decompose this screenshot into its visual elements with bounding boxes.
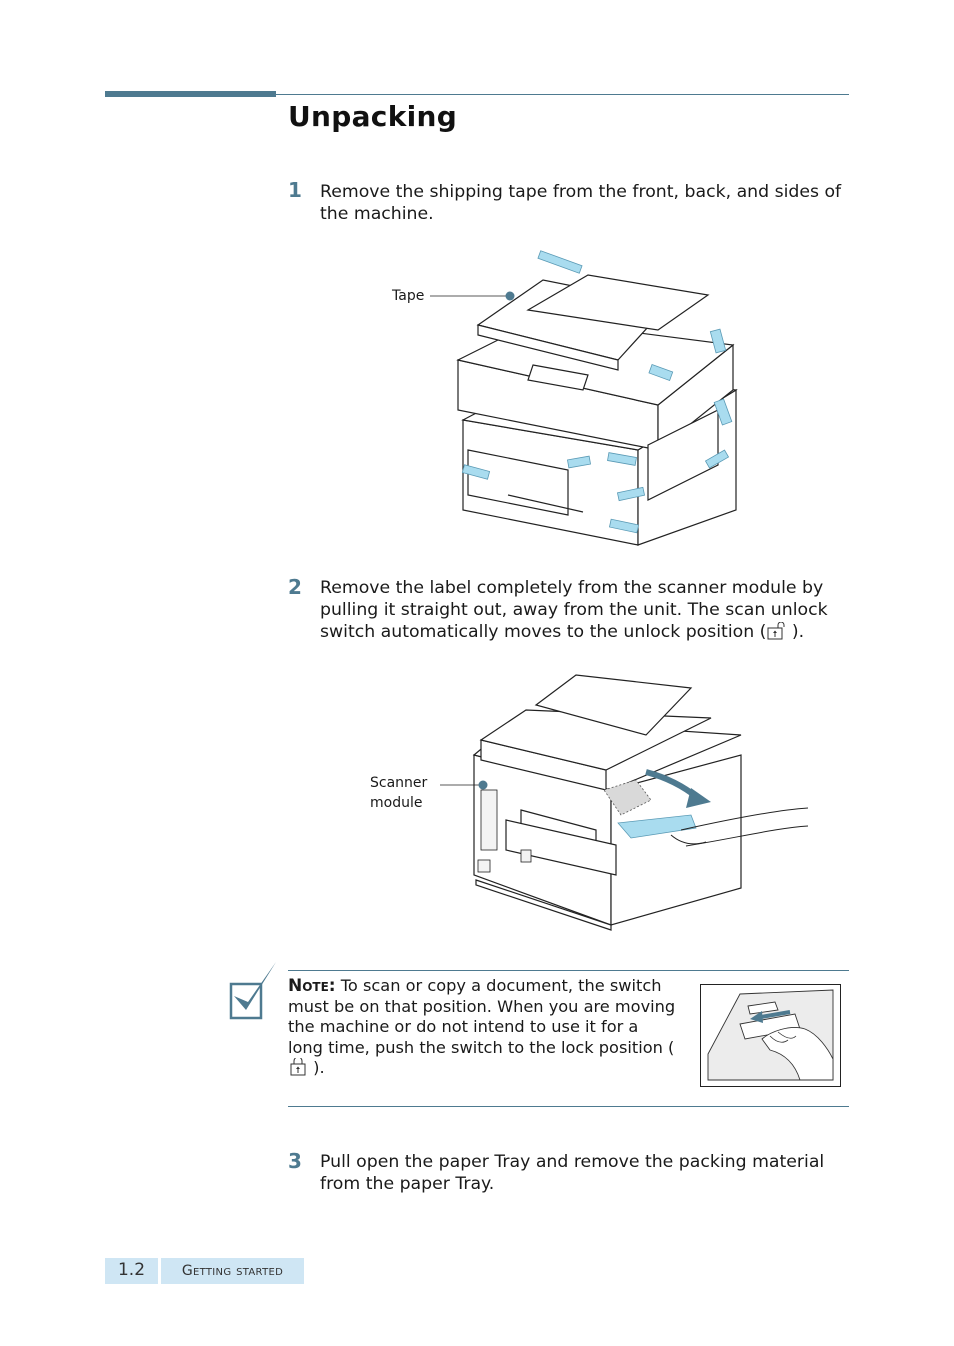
step-2-text: Remove the label completely from the sca… (320, 578, 828, 642)
footer-section-title: Getting started (161, 1258, 304, 1284)
step-1-number: 1 (288, 178, 302, 202)
note-text: Note: To scan or copy a document, the sw… (288, 976, 676, 1078)
scanner-callout-label-1: Scanner (370, 775, 428, 791)
page-title: Unpacking (288, 100, 458, 133)
step-1-text: Remove the shipping tape from the front,… (320, 182, 842, 224)
note-bottom-rule (288, 1106, 849, 1107)
scanner-module-illustration (440, 674, 808, 931)
note-label: Note: (288, 976, 336, 996)
note-top-rule (288, 970, 849, 971)
step-3-number: 3 (288, 1149, 302, 1173)
unlock-icon (767, 622, 785, 640)
lock-switch-illustration (700, 984, 841, 1087)
note-check-icon (229, 962, 276, 1020)
header-rule-thin (276, 94, 849, 95)
copier-tape-illustration (430, 250, 738, 546)
footer-page-number: 1.2 (105, 1258, 158, 1284)
step-3-text: Pull open the paper Tray and remove the … (320, 1152, 825, 1194)
scanner-callout-label-2: module (370, 795, 423, 811)
lock-icon (290, 1058, 306, 1076)
tape-callout-label: Tape (392, 288, 425, 304)
step-2-number: 2 (288, 575, 302, 599)
header-rule-thick (105, 91, 276, 97)
